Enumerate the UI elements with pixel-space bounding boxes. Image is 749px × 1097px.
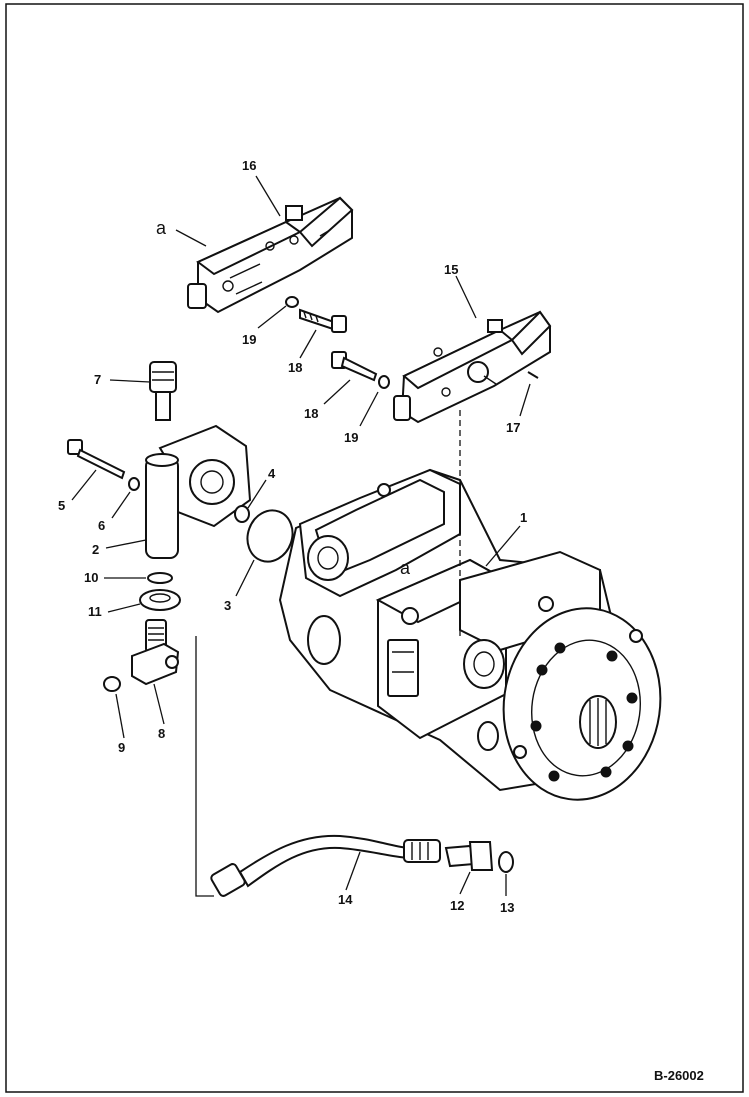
callout-labels: 16 a 19 18 15 18 19 17 7 5 6 2 4 3 10 11… [58,158,527,915]
callout-1: 1 [520,510,527,525]
callout-7: 7 [94,372,101,387]
part-19-washer-upper [285,296,299,308]
drawing-number: B-26002 [654,1068,704,1083]
callout-2: 2 [92,542,99,557]
callout-4: 4 [268,466,276,481]
part-16-control-valve [187,196,354,314]
part-12-fitting [444,841,494,871]
callout-3: 3 [224,598,231,613]
part-6-washer [128,477,140,491]
part-14-hose [210,834,441,897]
callout-13: 13 [500,900,514,915]
part-1-main-pump [278,468,662,801]
part-15-control-valve [393,310,552,424]
part-7-fitting [149,361,177,421]
callout-18-lower: 18 [304,406,318,421]
callout-19-upper: 19 [242,332,256,347]
part-9-plug [103,676,121,692]
leader-lines [71,175,531,896]
part-11-nut [139,589,181,611]
part-4-o-ring [234,505,250,523]
part-17-pin [527,371,539,379]
callout-17: 17 [506,420,520,435]
hose-routing-line [195,636,214,897]
callout-18-upper: 18 [288,360,302,375]
part-5-bolt [67,439,126,480]
part-10-o-ring [147,572,173,584]
callout-6: 6 [98,518,105,533]
part-13-o-ring [498,851,514,873]
callout-14: 14 [338,892,353,907]
callout-a-lower: a [400,558,411,578]
callout-9: 9 [118,740,125,755]
part-2-tube-bracket [145,424,252,559]
callout-a-upper: a [156,218,167,238]
drawing-frame [5,3,744,1093]
callout-19-lower: 19 [344,430,358,445]
part-19-washer-lower [378,375,390,389]
part-18-bolt-upper [299,308,347,333]
part-8-elbow [131,619,180,686]
part-3-o-ring [246,509,294,563]
callout-11: 11 [88,604,102,619]
callout-5: 5 [58,498,65,513]
callout-12: 12 [450,898,464,913]
part-18-bolt-lower [331,351,378,382]
callout-15: 15 [444,262,458,277]
callout-10: 10 [84,570,98,585]
callout-8: 8 [158,726,165,741]
callout-16: 16 [242,158,256,173]
